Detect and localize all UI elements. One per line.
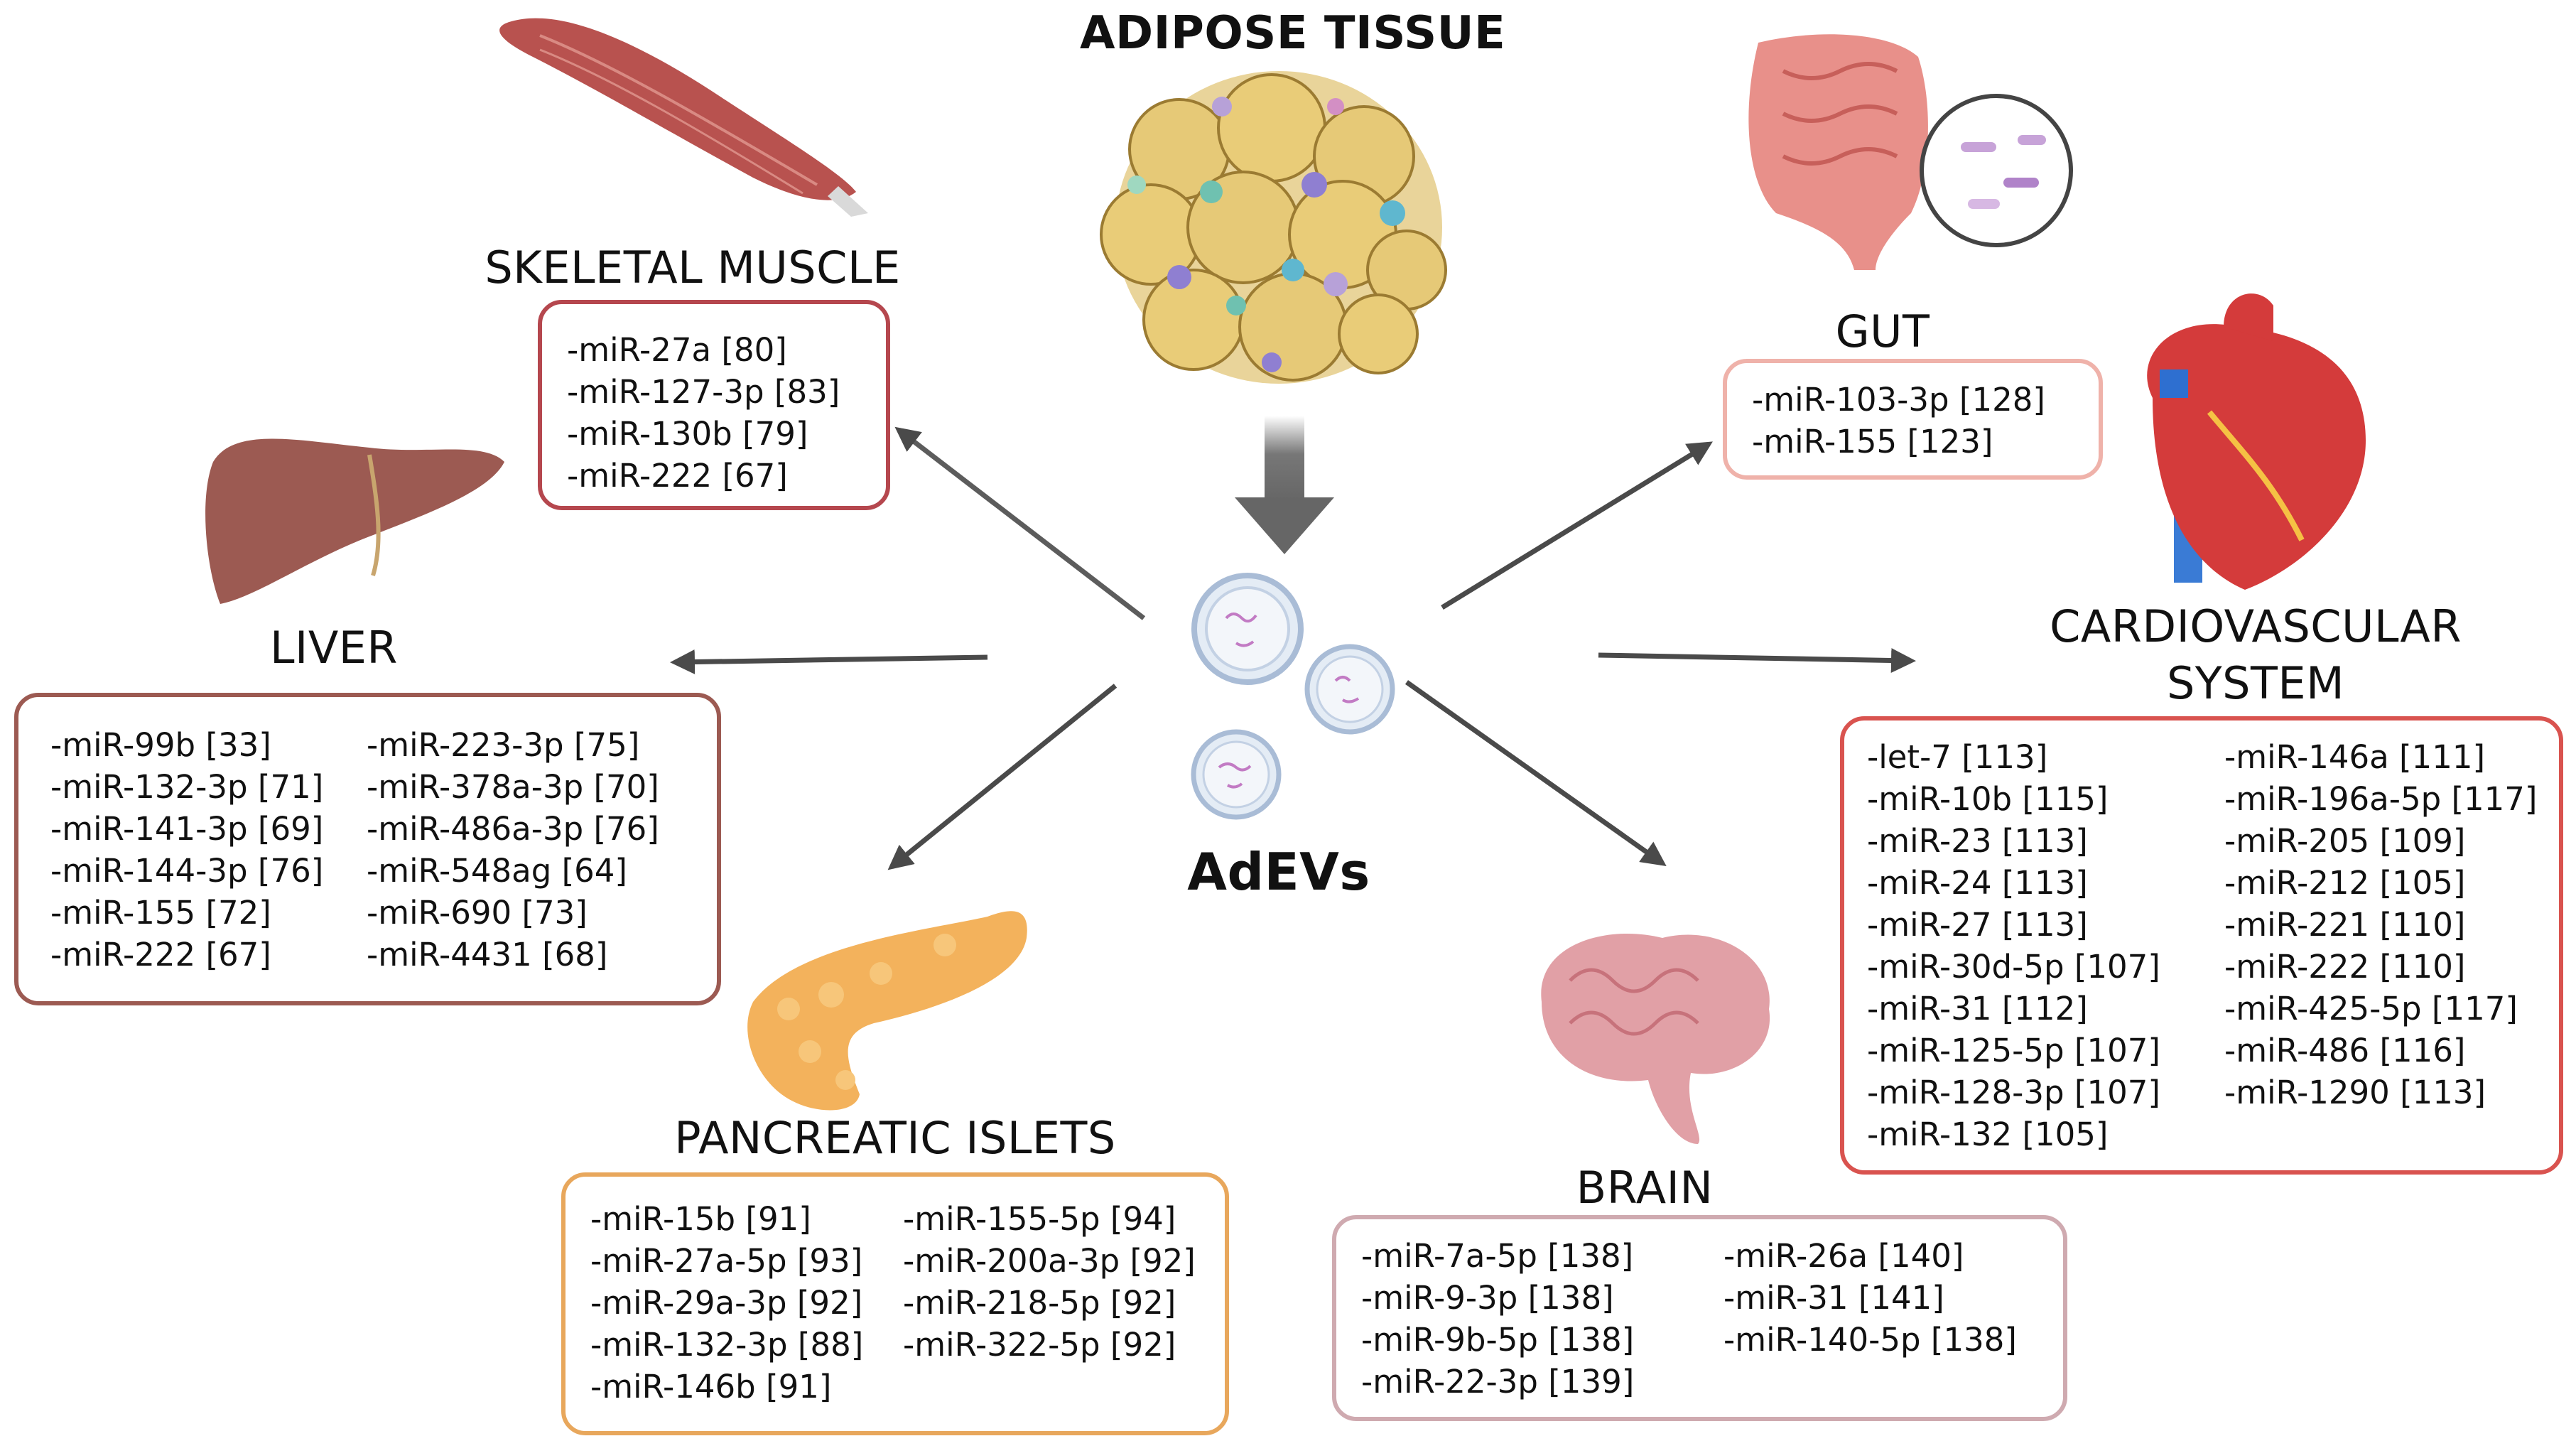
mirna-item: -miR-222 [110] xyxy=(2224,948,2466,986)
brain-mirna-list-1: -miR-7a-5p [138] -miR-9-3p [138] -miR-9b… xyxy=(1361,1235,1634,1403)
mirna-item: -miR-222 [67] xyxy=(50,936,271,973)
mirna-item: -miR-200a-3p [92] xyxy=(903,1242,1196,1280)
brain-title: BRAIN xyxy=(1576,1162,1714,1214)
mirna-item: -miR-132-3p [71] xyxy=(50,768,324,806)
mirna-item: -miR-22-3p [139] xyxy=(1361,1363,1635,1400)
mirna-item: -miR-127-3p [83] xyxy=(567,373,840,411)
mirna-item: -miR-212 [105] xyxy=(2224,864,2466,902)
adipose-tissue-icon xyxy=(1100,71,1447,384)
mirna-item: -miR-486a-3p [76] xyxy=(367,810,659,848)
mirna-item: -miR-130b [79] xyxy=(567,415,808,453)
mirna-item: -miR-322-5p [92] xyxy=(903,1326,1176,1364)
gut-mirna-list: -miR-103-3p [128] -miR-155 [123] xyxy=(1752,379,2045,463)
mirna-item: -miR-196a-5p [117] xyxy=(2224,780,2538,818)
mirna-item: -miR-31 [112] xyxy=(1867,990,2088,1027)
mirna-item: -miR-24 [113] xyxy=(1867,864,2088,902)
mirna-item: -miR-146b [91] xyxy=(590,1368,832,1405)
pancreatic-islets-title: PANCREATIC ISLETS xyxy=(674,1112,1116,1164)
mirna-item: -miR-26a [140] xyxy=(1723,1237,1964,1275)
mirna-item: -miR-103-3p [128] xyxy=(1752,381,2045,419)
liver-mirna-list-1: -miR-99b [33] -miR-132-3p [71] -miR-141-… xyxy=(50,724,323,976)
mirna-item: -miR-486 [116] xyxy=(2224,1032,2466,1069)
gut-icon xyxy=(1748,34,2073,270)
mirna-item: -miR-27a-5p [93] xyxy=(590,1242,863,1280)
mirna-item: -miR-29a-3p [92] xyxy=(590,1284,863,1322)
mirna-item: -miR-10b [115] xyxy=(1867,780,2109,818)
skeletal-muscle-title: SKELETAL MUSCLE xyxy=(485,242,901,293)
mirna-item: -miR-218-5p [92] xyxy=(903,1284,1176,1322)
mirna-item: -miR-548ag [64] xyxy=(367,852,627,890)
mirna-item: -miR-27 [113] xyxy=(1867,906,2088,944)
mirna-item: -miR-144-3p [76] xyxy=(50,852,324,890)
cardiovascular-title-line2: SYSTEM xyxy=(2166,657,2345,709)
pancreatic-islets-mirna-box: -miR-15b [91] -miR-27a-5p [93] -miR-29a-… xyxy=(561,1172,1229,1435)
mirna-item: -miR-1290 [113] xyxy=(2224,1074,2486,1111)
mirna-item: -miR-30d-5p [107] xyxy=(1867,948,2160,986)
liver-title: LIVER xyxy=(270,622,398,674)
mirna-item: -miR-223-3p [75] xyxy=(367,726,640,764)
cardiovascular-title-line1: CARDIOVASCULAR xyxy=(2050,600,2462,652)
adipose-tissue-title: ADIPOSE TISSUE xyxy=(1080,7,1506,60)
mirna-item: -miR-128-3p [107] xyxy=(1867,1074,2160,1111)
pancreatic-islets-mirna-list-1: -miR-15b [91] -miR-27a-5p [93] -miR-29a-… xyxy=(590,1198,863,1408)
mirna-item: -miR-4431 [68] xyxy=(367,936,608,973)
mirna-item: -miR-146a [111] xyxy=(2224,738,2486,776)
skeletal-muscle-mirna-list: -miR-27a [80] -miR-127-3p [83] -miR-130b… xyxy=(567,329,840,497)
brain-mirna-list-2: -miR-26a [140] -miR-31 [141] -miR-140-5p… xyxy=(1723,1235,2017,1361)
gut-title: GUT xyxy=(1835,306,1930,357)
pancreatic-islets-mirna-list-2: -miR-155-5p [94] -miR-200a-3p [92] -miR-… xyxy=(903,1198,1196,1366)
mirna-item: -miR-9b-5p [138] xyxy=(1361,1321,1635,1359)
skeletal-muscle-mirna-box: -miR-27a [80] -miR-127-3p [83] -miR-130b… xyxy=(538,300,890,510)
mirna-item: -let-7 [113] xyxy=(1867,738,2048,776)
gut-mirna-box: -miR-103-3p [128] -miR-155 [123] xyxy=(1723,359,2103,480)
mirna-item: -miR-155-5p [94] xyxy=(903,1200,1176,1238)
adevs-label: AdEVs xyxy=(1187,842,1370,902)
mirna-item: -miR-690 [73] xyxy=(367,894,588,932)
mirna-item: -miR-222 [67] xyxy=(567,457,788,495)
mirna-item: -miR-125-5p [107] xyxy=(1867,1032,2160,1069)
mirna-item: -miR-9-3p [138] xyxy=(1361,1279,1614,1317)
cardiovascular-mirna-list-1: -let-7 [113] -miR-10b [115] -miR-23 [113… xyxy=(1867,736,2160,1155)
mirna-item: -miR-155 [72] xyxy=(50,894,271,932)
target-arrows xyxy=(670,426,1916,870)
mirna-item: -miR-23 [113] xyxy=(1867,822,2088,860)
mirna-item: -miR-132-3p [88] xyxy=(590,1326,864,1364)
vesicle-icons xyxy=(1191,573,1395,820)
mirna-item: -miR-140-5p [138] xyxy=(1723,1321,2017,1359)
liver-mirna-list-2: -miR-223-3p [75] -miR-378a-3p [70] -miR-… xyxy=(367,724,659,976)
pancreas-icon xyxy=(747,911,1027,1111)
liver-icon xyxy=(205,438,504,604)
mirna-item: -miR-155 [123] xyxy=(1752,423,1993,460)
mirna-item: -miR-7a-5p [138] xyxy=(1361,1237,1634,1275)
mirna-item: -miR-132 [105] xyxy=(1867,1116,2109,1153)
mirna-item: -miR-31 [141] xyxy=(1723,1279,1944,1317)
mirna-item: -miR-99b [33] xyxy=(50,726,271,764)
secretion-arrow xyxy=(1235,416,1334,554)
brain-mirna-box: -miR-7a-5p [138] -miR-9-3p [138] -miR-9b… xyxy=(1332,1215,2067,1421)
mirna-item: -miR-27a [80] xyxy=(567,331,787,369)
mirna-item: -miR-141-3p [69] xyxy=(50,810,324,848)
cardiovascular-mirna-box: -let-7 [113] -miR-10b [115] -miR-23 [113… xyxy=(1840,716,2563,1175)
mirna-item: -miR-425-5p [117] xyxy=(2224,990,2518,1027)
brain-icon xyxy=(1541,934,1770,1144)
mirna-item: -miR-205 [109] xyxy=(2224,822,2466,860)
cardiovascular-mirna-list-2: -miR-146a [111] -miR-196a-5p [117] -miR-… xyxy=(2224,736,2537,1113)
liver-mirna-box: -miR-99b [33] -miR-132-3p [71] -miR-141-… xyxy=(14,693,721,1005)
mirna-item: -miR-221 [110] xyxy=(2224,906,2466,944)
skeletal-muscle-icon xyxy=(499,18,868,217)
heart-icon xyxy=(2147,293,2366,590)
mirna-item: -miR-15b [91] xyxy=(590,1200,811,1238)
mirna-item: -miR-378a-3p [70] xyxy=(367,768,659,806)
